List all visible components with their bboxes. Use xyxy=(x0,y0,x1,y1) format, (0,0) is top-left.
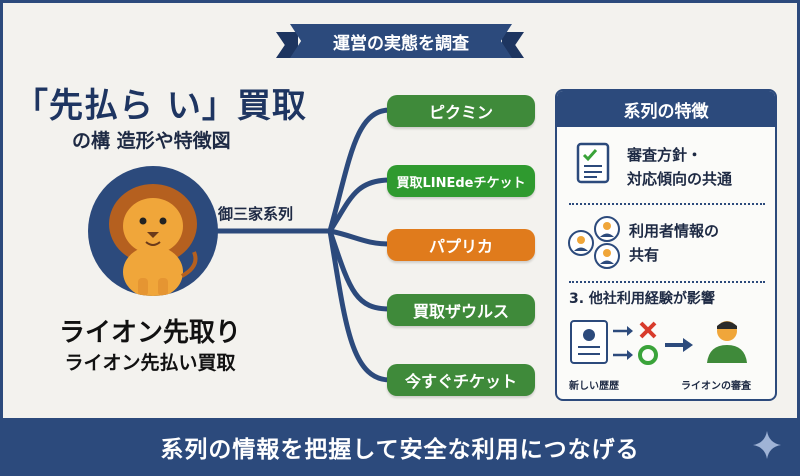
arrow-to-circle-icon xyxy=(613,350,633,360)
service-pill-pikumin: ピクミン xyxy=(387,95,535,127)
service-pill-zaurus: 買取ザウルス xyxy=(387,294,535,326)
profile-card-icon xyxy=(570,320,608,364)
history-flow-diagram xyxy=(570,320,747,365)
feature-1: 審査方針・ 対応傾向の共通 xyxy=(627,143,732,191)
features-title: 系列の特徴 xyxy=(557,91,775,127)
branch-imasugu xyxy=(327,228,393,383)
lion-name: ライオン先取り xyxy=(58,318,241,348)
caption-lion-review: ライオンの審査 xyxy=(681,381,751,392)
group-label: 御三家系列 xyxy=(218,205,294,223)
branch-paprika xyxy=(327,228,393,247)
feature-1-line-1: 審査方針・ xyxy=(627,146,703,164)
sub-title: の構 造形や特徴図 xyxy=(72,130,231,152)
circle-ok-icon xyxy=(638,345,658,365)
cross-icon xyxy=(639,321,657,339)
branch-line-ticket xyxy=(327,177,393,234)
service-pill-line-de-ticket: 買取LINEdeチケット xyxy=(387,165,535,197)
feature-2: 利用者情報の 共有 xyxy=(629,219,719,267)
service-pill-paprika: パプリカ xyxy=(387,229,535,261)
feature-1-line-2: 対応傾向の共通 xyxy=(627,170,733,188)
feature-2-line-2: 共有 xyxy=(629,246,660,264)
banner-ribbon-left xyxy=(276,32,298,58)
arrow-to-cross-icon xyxy=(613,326,633,336)
features-panel: 系列の特徴 審査方針・ 対応傾向の共通 利用者情報の 共有 3. 他社利用経験が… xyxy=(555,89,777,401)
feature-2-line-1: 利用者情報の xyxy=(629,222,720,240)
shared-users-icon xyxy=(568,216,620,269)
reviewer-person-icon xyxy=(707,321,747,363)
caption-new-history: 新しい歴歴 xyxy=(569,381,619,392)
feature-divider-2 xyxy=(569,281,765,283)
header-banner: 運営の実態を調査 xyxy=(290,24,512,58)
feature-3-title: 3. 他社利用経験が影響 xyxy=(569,291,715,307)
service-pill-imasugu-ticket: 今すぐチケット xyxy=(387,364,535,396)
lion-avatar xyxy=(88,166,218,296)
main-title: 「先払ら い」買取 xyxy=(14,86,307,126)
checklist-document-icon xyxy=(576,142,610,184)
arrow-to-reviewer-icon xyxy=(665,338,693,352)
branch-zaurus xyxy=(327,228,393,312)
sparkle-icon xyxy=(753,431,781,459)
branch-pikumin xyxy=(327,107,393,234)
feature-divider-1 xyxy=(569,203,765,205)
footer-banner: 系列の情報を把握して安全な利用につなげる xyxy=(0,418,800,476)
lion-icon xyxy=(109,184,198,296)
lion-subname: ライオン先払い買取 xyxy=(64,352,236,374)
